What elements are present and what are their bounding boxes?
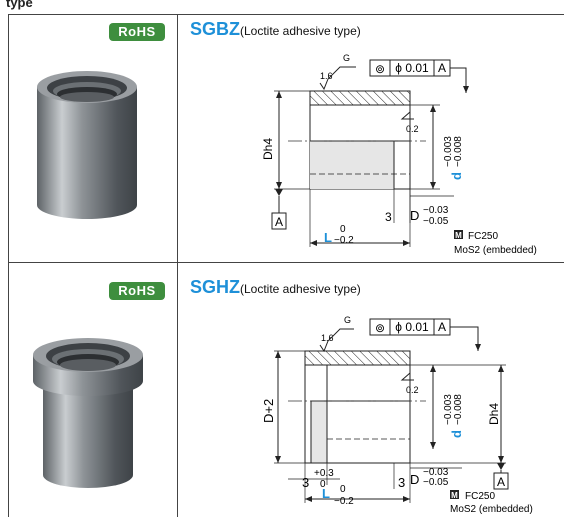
- technical-drawing: ⊚ ϕ 0.01 A 1.6 G 0.2: [261, 315, 533, 515]
- L-label: L: [322, 486, 330, 501]
- tolerance-value: ϕ 0.01: [395, 320, 429, 334]
- tolerance-value: ϕ 0.01: [395, 61, 429, 75]
- d-label: d: [449, 172, 464, 180]
- inner-roughness-label: 0.2: [406, 385, 419, 395]
- L-tol-lower: −0.2: [334, 235, 354, 246]
- L-tol-upper: 0: [340, 224, 346, 235]
- rohs-badge: RoHS: [109, 23, 165, 41]
- drawing-cell: SGBZ (Loctite adhesive type) ⊚ ϕ 0.01 A: [178, 15, 564, 262]
- L-tol-upper: 0: [340, 484, 346, 495]
- m-symbol: M: [451, 491, 458, 500]
- g-label: G: [343, 53, 350, 63]
- D-label: D: [410, 472, 419, 487]
- inner-roughness-label: 0.2: [406, 124, 419, 134]
- d-plus-2-label: D+2: [261, 399, 276, 423]
- roughness-label: 1.6: [320, 71, 333, 81]
- d-tol-lower: −0.008: [453, 136, 464, 167]
- column-divider: [177, 15, 178, 517]
- three-tol-lower: 0: [320, 479, 326, 490]
- datum-a: A: [275, 215, 283, 229]
- bushing-photo: [33, 338, 143, 488]
- product-table: RoHS SGBZ: [8, 14, 564, 517]
- top-cut-text: type: [6, 0, 33, 10]
- d-label: d: [449, 430, 464, 438]
- product-image-cell: RoHS: [9, 15, 177, 262]
- concentricity-symbol: ⊚: [375, 62, 385, 76]
- technical-drawing: ⊚ ϕ 0.01 A 1.6 G 0.2: [261, 53, 537, 256]
- L-tol-lower: −0.2: [334, 496, 354, 507]
- material-label: FC250: [465, 491, 495, 502]
- product-subtitle: (Loctite adhesive type): [240, 24, 361, 38]
- lubricant-label: MoS2 (embedded): [450, 504, 533, 515]
- material-label: FC250: [468, 231, 498, 242]
- D-tol-lower: −0.05: [423, 477, 449, 488]
- rohs-badge: RoHS: [109, 282, 165, 300]
- table-row-sgbz: RoHS SGBZ: [9, 15, 564, 263]
- product-code: SGHZ: [190, 277, 241, 297]
- product-image-cell: RoHS: [9, 263, 177, 517]
- roughness-label: 1.6: [321, 333, 334, 343]
- D-tol-upper: −0.03: [423, 467, 449, 478]
- d-tol-lower: −0.008: [453, 394, 464, 425]
- dh-label: Dh4: [261, 138, 275, 160]
- bushing-photo: [37, 71, 137, 219]
- three-label: 3: [302, 475, 309, 490]
- three-b-label: 3: [398, 475, 405, 490]
- table-row-sghz: RoHS: [9, 263, 564, 517]
- three-tol-upper: +0.3: [314, 468, 334, 479]
- d-tol-upper: −0.003: [443, 136, 454, 167]
- d-tol-upper: −0.003: [443, 394, 454, 425]
- three-label: 3: [385, 210, 392, 224]
- m-symbol: M: [455, 231, 462, 240]
- D-tol-lower: −0.05: [423, 216, 449, 227]
- L-label: L: [324, 230, 332, 245]
- D-tol-upper: −0.03: [423, 205, 449, 216]
- tolerance-datum: A: [438, 61, 446, 75]
- dh-label: Dh4: [487, 403, 501, 425]
- datum-a: A: [497, 475, 505, 489]
- tolerance-datum: A: [438, 320, 446, 334]
- lubricant-label: MoS2 (embedded): [454, 245, 537, 256]
- product-subtitle: (Loctite adhesive type): [240, 282, 361, 296]
- g-label: G: [344, 315, 351, 325]
- concentricity-symbol: ⊚: [375, 321, 385, 335]
- D-label: D: [410, 208, 419, 223]
- product-code: SGBZ: [190, 19, 241, 39]
- drawing-cell: SGHZ (Loctite adhesive type) ⊚ ϕ 0.01 A: [178, 263, 564, 517]
